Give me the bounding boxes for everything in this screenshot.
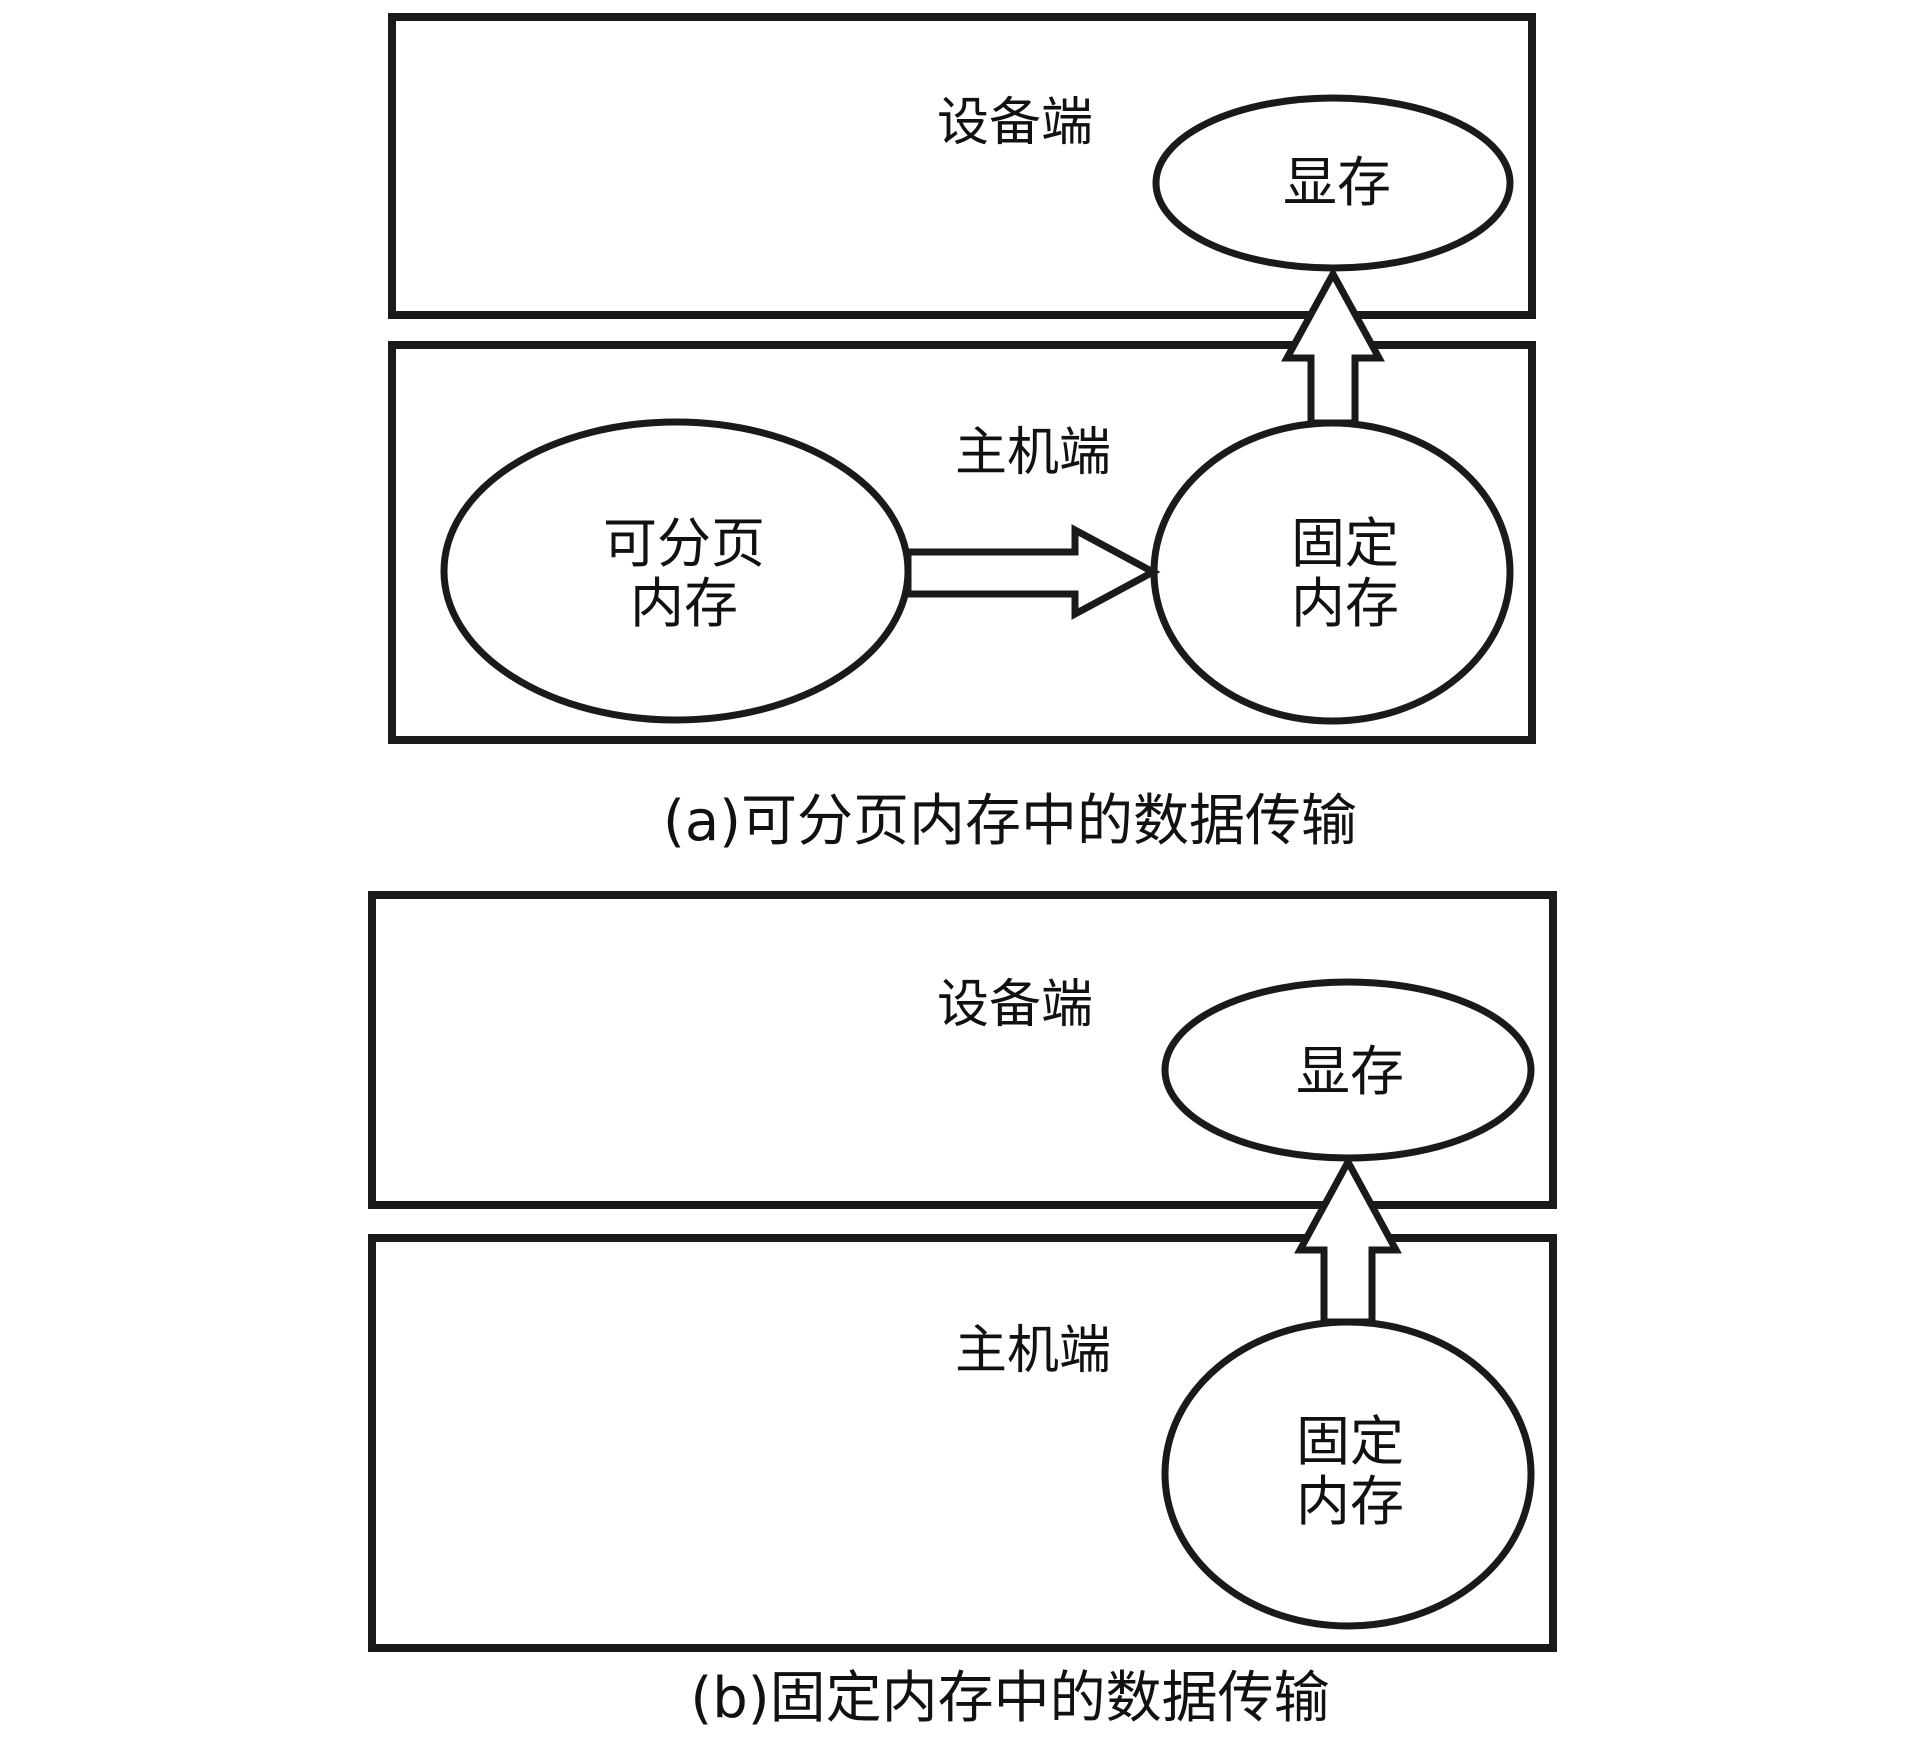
panel-b-arrow-pinned-to-vram bbox=[1294, 1154, 1402, 1326]
panel-b-host-label: 主机端 bbox=[955, 1321, 1111, 1381]
panel-a-pinned-line2: 内存 bbox=[1291, 572, 1399, 635]
panel-a: 设备端 显存 主机端 可分页 内存 固定 内存 (a)可分页内存中的数据传输 bbox=[388, 13, 1536, 854]
panel-a-device-label: 设备端 bbox=[937, 93, 1093, 153]
panel-a-arrow-pinned-to-vram bbox=[1281, 266, 1385, 427]
panel-b: 设备端 显存 主机端 固定 内存 (b)固定内存中的数据传输 bbox=[368, 891, 1557, 1731]
panel-b-vram-label: 显存 bbox=[1296, 1040, 1404, 1103]
panel-a-caption: (a)可分页内存中的数据传输 bbox=[663, 789, 1357, 854]
panel-b-pinned-line2: 内存 bbox=[1296, 1470, 1404, 1533]
panel-a-pageable-line2: 内存 bbox=[630, 572, 738, 635]
panel-a-host-label: 主机端 bbox=[955, 423, 1111, 483]
panel-b-device-label: 设备端 bbox=[937, 975, 1093, 1035]
panel-a-vram-label: 显存 bbox=[1283, 151, 1391, 214]
panel-b-pinned-line1: 固定 bbox=[1296, 1410, 1404, 1473]
panel-a-pinned-line1: 固定 bbox=[1291, 512, 1399, 575]
panel-a-pageable-line1: 可分页 bbox=[603, 512, 765, 575]
panel-a-arrow-pageable-to-pinned bbox=[904, 524, 1161, 620]
panel-b-caption: (b)固定内存中的数据传输 bbox=[690, 1666, 1329, 1731]
